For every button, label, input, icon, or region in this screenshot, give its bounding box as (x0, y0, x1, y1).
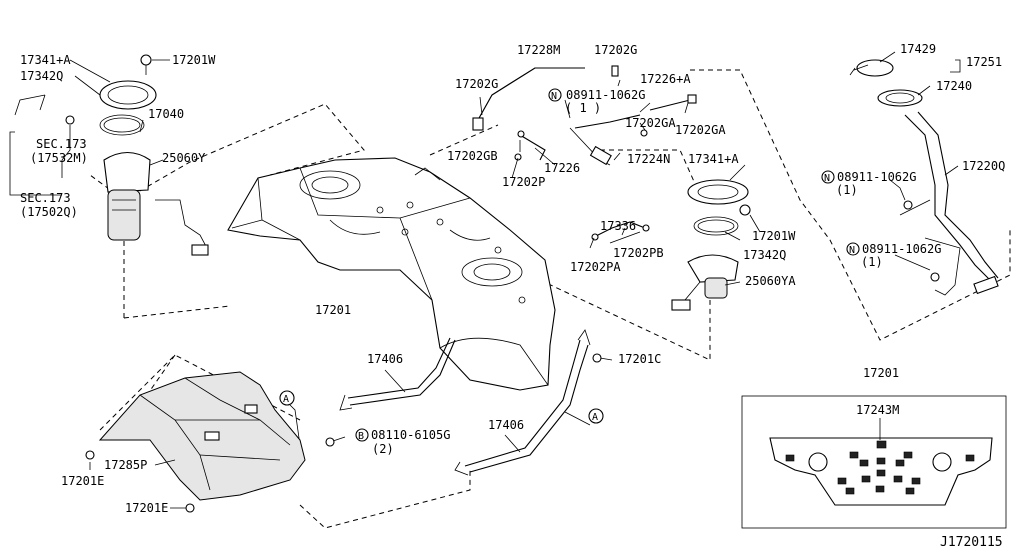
label-17202pb: 17202PB (613, 246, 664, 260)
bolt-17201c (592, 353, 602, 363)
leader-lines-filler (853, 51, 961, 271)
leader-lines-left (9, 59, 170, 196)
label-17202p: 17202P (502, 175, 545, 189)
n-marker-mid-letter: N (551, 91, 557, 102)
label-08911-right-1-qty: (1) (836, 183, 858, 197)
label-17202g-top: 17202G (594, 43, 637, 57)
ref-a2-circle (588, 408, 604, 424)
label-17342q-left: 17342Q (20, 69, 63, 83)
hose-drawings (472, 65, 697, 241)
b-marker-letter: B (358, 431, 364, 442)
n-marker-right-2 (846, 242, 860, 256)
label-25060y: 25060Y (162, 151, 206, 165)
filler-tube-drawing (849, 59, 999, 296)
label-17202gb: 17202GB (447, 149, 498, 163)
label-ref-a2: A (592, 412, 598, 423)
label-08911-right-2: 08911-1062G (862, 242, 941, 256)
diagram-id: J1720115 (940, 535, 1003, 550)
label-sec173-a-sub: (17532M) (30, 151, 88, 165)
label-17429: 17429 (900, 42, 936, 56)
label-17226a: 17226+A (640, 72, 691, 86)
label-17202pa: 17202PA (570, 260, 621, 274)
label-17220q: 17220Q (962, 159, 1005, 173)
leader-lines-straps (289, 357, 613, 453)
label-17201e-b: 17201E (125, 501, 168, 515)
label-17240: 17240 (936, 79, 972, 93)
label-17224n: 17224N (627, 152, 670, 166)
fuel-tank-drawing (227, 157, 556, 391)
leader-lines-shield (89, 459, 186, 509)
label-17341a-right: 17341+A (688, 152, 739, 166)
ref-a1-circle (279, 390, 295, 406)
leader-lines-hoses (479, 79, 689, 249)
label-17040: 17040 (148, 107, 184, 121)
label-17202g-left: 17202G (455, 77, 498, 91)
label-17341a-left: 17341+A (20, 53, 71, 67)
label-17201: 17201 (315, 303, 351, 317)
label-17201w-right: 17201W (752, 229, 796, 243)
label-17202ga-2: 17202GA (675, 123, 726, 137)
assembly-outline-left-top (123, 103, 365, 201)
label-17251: 17251 (966, 55, 1002, 69)
label-17342q-right: 17342Q (743, 248, 786, 262)
n-marker-mid (548, 88, 562, 102)
label-17406-a: 17406 (367, 352, 403, 366)
label-25060ya: 25060YA (745, 274, 796, 288)
label-08911-right-2-qty: (1) (861, 255, 883, 269)
assembly-outline-center (429, 124, 711, 361)
n-marker-right-1-letter: N (824, 173, 830, 184)
tank-straps-drawing (339, 329, 591, 476)
label-sec173-b-sub: (17502Q) (20, 205, 78, 219)
label-17201c: 17201C (618, 352, 661, 366)
inset-protector-drawing (769, 437, 993, 506)
label-17202ga-1: 17202GA (625, 116, 676, 130)
leader-lines-right-pump (724, 164, 761, 286)
inset-box (741, 395, 1007, 529)
n-marker-right-2-letter: N (849, 245, 855, 256)
label-17336: 17336 (600, 219, 636, 233)
label-17285p: 17285P (104, 458, 147, 472)
label-sec173-b: SEC.173 (20, 191, 71, 205)
assembly-outline-right (690, 69, 1011, 341)
label-sec173-a: SEC.173 (36, 137, 87, 151)
label-17406-b: 17406 (488, 418, 524, 432)
assembly-outline-center-right (600, 149, 701, 196)
label-17226: 17226 (544, 161, 580, 175)
label-17201w-left: 17201W (172, 53, 216, 67)
b-marker (355, 428, 369, 442)
fuel-pump-left-drawing (14, 54, 209, 256)
n-marker-right-1 (821, 170, 835, 184)
label-ref-a1: A (283, 394, 289, 405)
label-08911-mid: 08911-1062G (566, 88, 645, 102)
assembly-outline-bottom-2 (299, 470, 471, 529)
label-08911-mid-qty: ( 1 ) (565, 101, 601, 115)
label-08110: 08110-6105G (371, 428, 450, 442)
label-17201e-a: 17201E (61, 474, 104, 488)
label-08110-qty: (2) (372, 442, 394, 456)
label-08911-right-1: 08911-1062G (837, 170, 916, 184)
inset-label-17243m: 17243M (856, 403, 899, 417)
label-17228m: 17228M (517, 43, 560, 57)
heat-shield-drawing (85, 371, 335, 513)
inset-label-17201: 17201 (863, 366, 899, 380)
fuel-pump-right-drawing (671, 179, 751, 311)
